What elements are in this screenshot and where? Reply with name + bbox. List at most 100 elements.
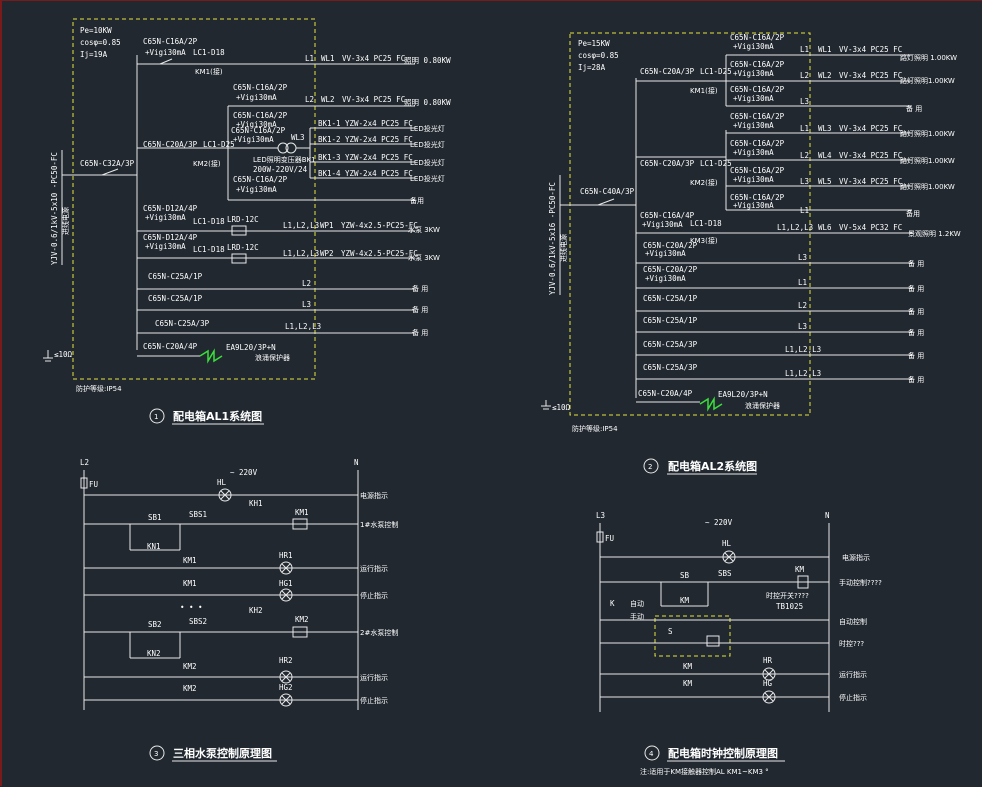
al2-c2-rcd: +Vigi30mA (733, 69, 774, 78)
ctrl3-sbs2: SBS2 (189, 617, 207, 626)
al1-wl3-id: WL3 (291, 133, 305, 142)
al1-sub-breaker: C65N-C20A/3P (143, 140, 198, 149)
al2-c4-cable: VV-3x4 PC25 FC (839, 124, 902, 133)
al2-c4-breaker: C65N-C16A/2P (730, 112, 785, 121)
ctrl3-r8: 停止指示 (360, 696, 388, 705)
ctrl3-n: N (354, 458, 359, 467)
al1-spare1-phase: L2 (302, 279, 311, 288)
al1-spd-symbol (199, 348, 223, 364)
ctrl3-r0: 电源指示 (360, 491, 388, 500)
al2-c5-cable: VV-3x4 PC25 FC (839, 151, 902, 160)
al1-wl1-id: WL1 (321, 54, 335, 63)
al2-s6-label: 备 用 (908, 375, 924, 384)
al2-main-breaker: C65N-C40A/3P (580, 187, 635, 196)
al2-c3-load: 备 用 (906, 104, 922, 113)
al1-pe: Pe=10KW (80, 26, 112, 35)
al2-s2-breaker: C65N-C20A/2P (643, 265, 698, 274)
al2-c5-phase: L2 (800, 151, 809, 160)
al1-bk1-2-cable: YZW-2x4 PC25 FC (345, 135, 413, 144)
al2-g2-breaker: C65N-C20A/3P (640, 159, 695, 168)
al1-main-breaker: C65N-C32A/3P (80, 159, 135, 168)
al1-bk1-4-id: BK1-4 (318, 169, 341, 178)
al2-system-diagram: Pe=15KW cosφ=0.85 Ij=28A YJV-0.6/1kV-5x1… (541, 32, 961, 475)
al1-cos: cosφ=0.85 (80, 38, 121, 47)
ctrl4-timer: 时控开关???? (766, 591, 809, 600)
al1-bk-breaker-c: C65N-C16A/2P (233, 175, 288, 184)
al2-spd-device: EA9L20/3P+N (718, 390, 768, 399)
al1-ground: ≤10Ω (54, 350, 73, 359)
ctrl4-r4: 运行指示 (839, 670, 867, 679)
al2-c3-rcd: +Vigi30mA (733, 94, 774, 103)
al2-incoming-cable: YJV-0.6/1kV-5x16 -PC50-FC (548, 182, 557, 295)
ctrl4-voltage: ~ 220V (705, 518, 733, 527)
al1-spd-breaker: C65N-C20A/4P (143, 342, 198, 351)
ctrl4-sb: SB (680, 571, 690, 580)
ctrl3-r7: 运行指示 (360, 673, 388, 682)
al1-bk1-3-id: BK1-3 (318, 153, 341, 162)
al1-title: 配电箱AL1系统图 (173, 409, 262, 423)
al1-wl1-phase: L1 (305, 54, 314, 63)
al1-enclosure (72, 18, 316, 380)
al1-spare2-breaker: C65N-C25A/1P (148, 294, 203, 303)
al2-g1-breaker: C65N-C20A/3P (640, 67, 695, 76)
al2-wl6-breaker: C65N-C16A/4P (640, 211, 695, 220)
al2-s1-breaker: C65N-C20A/2P (643, 241, 698, 250)
al1-wp1-relay: LRD-12C (227, 215, 259, 224)
al2-cos: cosφ=0.85 (578, 51, 619, 60)
ctrl4-km-coil: KM (795, 565, 805, 574)
al1-wl2-breaker: C65N-C16A/2P (233, 83, 288, 92)
ctrl3-title: 三相水泵控制原理图 (173, 746, 272, 760)
ctrl4-hg: HG (763, 679, 773, 688)
al1-wp2-relay: LRD-12C (227, 243, 259, 252)
al2-c6-load: 路灯照明1.00KW (900, 182, 955, 191)
ctrl3-km1-b: KM1 (183, 579, 197, 588)
al2-wl6-rcd: +Vigi30mA (642, 220, 683, 229)
ctrl4-sbs: SBS (718, 569, 732, 578)
al1-spd-device: EA9L20/3P+N (226, 343, 276, 352)
al1-ip-rating: 防护等级:IP54 (76, 384, 122, 393)
ctrl3-r1: 1#水泵控制 (360, 520, 398, 529)
ctrl4-s: S (668, 627, 673, 636)
al2-c5-breaker: C65N-C16A/2P (730, 139, 785, 148)
al1-wl1-load: 照明 0.80KW (404, 56, 451, 65)
al1-wl1-breaker: C65N-C16A/2P (143, 37, 198, 46)
ctrl3-km2-coil: KM2 (295, 615, 309, 624)
al1-bk1-2-id: BK1-2 (318, 135, 341, 144)
al1-system-diagram: Pe=10KW cosφ=0.85 Ij=19A YJV-0.6/1kV-5x1… (43, 18, 451, 425)
al2-c7-rcd: +Vigi30mA (733, 201, 774, 210)
al2-c1-id: WL1 (818, 45, 832, 54)
al1-bk1-4-cable: YZW-2x4 PC25 FC (345, 169, 413, 178)
al1-ij: Ij=19A (80, 50, 108, 59)
ctrl3-kh1: KH1 (249, 499, 263, 508)
al1-wp1-id: WP1 (320, 221, 334, 230)
al2-spd-label: 浪涌保护器 (745, 401, 780, 410)
ctrl3-r3: 运行指示 (360, 564, 388, 573)
ctrl3-r4: 停止指示 (360, 591, 388, 600)
ctrl4-hl: HL (722, 539, 732, 548)
al1-wl1-contactor: LC1-D18 (193, 48, 225, 57)
al2-c7-phase: L1 (800, 206, 809, 215)
al2-c3-phase: L3 (800, 97, 809, 106)
al1-wl1-km: KM1(接) (195, 67, 223, 76)
ctrl3-km1-a: KM1 (183, 556, 197, 565)
ctrl4-r1: 手动控制???? (839, 578, 882, 587)
ctrl4-k: K (610, 599, 615, 608)
al1-number: 1 (154, 413, 158, 421)
ctrl3-sbs1: SBS1 (189, 510, 207, 519)
al2-ground: ≤10Ω (552, 403, 571, 412)
al2-s4-phase: L3 (798, 322, 807, 331)
al1-spare3-label: 备 用 (412, 328, 428, 337)
al1-wl1-rcd: +Vigi30mA (145, 48, 186, 57)
ctrl4-r5: 停止指示 (839, 693, 867, 702)
al2-s1-phase: L3 (798, 253, 807, 262)
al2-g2-km: KM2(接) (690, 178, 718, 187)
al2-s4-label: 备 用 (908, 328, 924, 337)
al2-wl6-load: 景观照明 1.2KW (908, 230, 961, 238)
al2-c1-rcd: +Vigi30mA (733, 42, 774, 51)
al1-wp1-phase: L1,L2,L3 (283, 221, 319, 230)
ctrl4-n: N (825, 511, 830, 520)
al1-spare1-breaker: C65N-C25A/1P (148, 272, 203, 281)
al2-enclosure (569, 32, 811, 416)
al2-wl6-contactor: LC1-D18 (690, 219, 722, 228)
ctrl4-fu: FU (605, 534, 614, 543)
